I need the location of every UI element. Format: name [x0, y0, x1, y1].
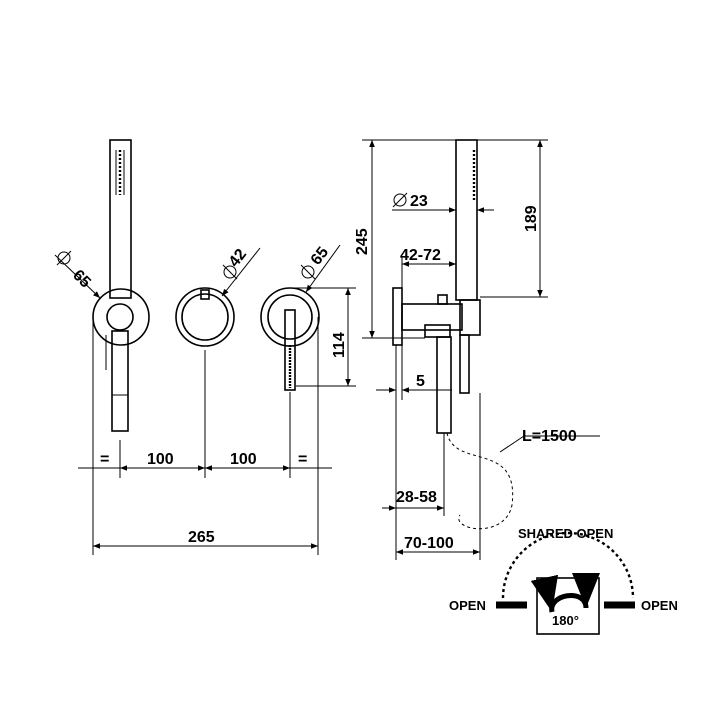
total-width-label: 265 [188, 529, 215, 546]
open-left-label: OPEN [449, 598, 486, 613]
diameter-42-mid: 42 [221, 246, 261, 297]
height-245-dimension: 245 [354, 139, 456, 339]
offset-5-dimension: 5 [376, 345, 452, 400]
front-view: 65 42 65 = 100 100 = [54, 139, 356, 555]
height-189-label: 189 [523, 205, 540, 232]
diam-hose-label: 23 [410, 193, 428, 210]
rotation-arrow-icon [530, 572, 600, 613]
depth-70-100-dimension: 70-100 [396, 393, 481, 560]
diameter-65-right: 65 [300, 244, 341, 293]
hand-shower-side [436, 139, 481, 434]
open-right-label: OPEN [641, 598, 678, 613]
depth-42-72-label: 42-72 [400, 247, 441, 264]
height-189-dimension: 189 [477, 139, 548, 298]
diam-right-label: 65 [308, 244, 332, 269]
spacing-1-label: 100 [147, 451, 174, 468]
hose [446, 432, 514, 530]
diam-left-label: 65 [69, 267, 94, 292]
hose-length-label: L=1500 [522, 428, 577, 445]
hose-length-callout: L=1500 [499, 428, 600, 453]
depth-70-100-label: 70-100 [404, 535, 454, 552]
spacing-dimension-row: = 100 100 = [78, 451, 332, 471]
rotation-label: 180° [552, 613, 579, 628]
eq-left-label: = [100, 451, 109, 468]
height-114-label: 114 [331, 332, 348, 358]
height-245-label: 245 [354, 228, 371, 255]
eq-right-label: = [298, 451, 307, 468]
depth-42-72-dimension: 42-72 [400, 247, 457, 304]
total-width-dimension: 265 [93, 529, 318, 549]
diverter-symbol: SHARED OPEN OPEN OPEN 180° [449, 526, 678, 635]
diam-mid-label: 42 [226, 246, 250, 271]
diverter-front [175, 287, 235, 347]
side-view: 245 189 23 42-72 [354, 139, 600, 560]
diameter-23: 23 [392, 192, 494, 213]
height-114-dimension: 114 [290, 287, 356, 387]
offset-5-label: 5 [416, 373, 425, 390]
depth-28-58-label: 28-58 [396, 489, 437, 506]
mixer-front [260, 287, 320, 391]
hand-shower-front [92, 139, 150, 432]
diameter-65-left: 65 [54, 250, 101, 299]
shared-open-label: SHARED OPEN [518, 526, 613, 541]
spacing-2-label: 100 [230, 451, 257, 468]
shared-open-arc [501, 531, 635, 599]
shower-spray-holes [115, 150, 125, 195]
depth-28-58-dimension: 28-58 [382, 400, 445, 560]
